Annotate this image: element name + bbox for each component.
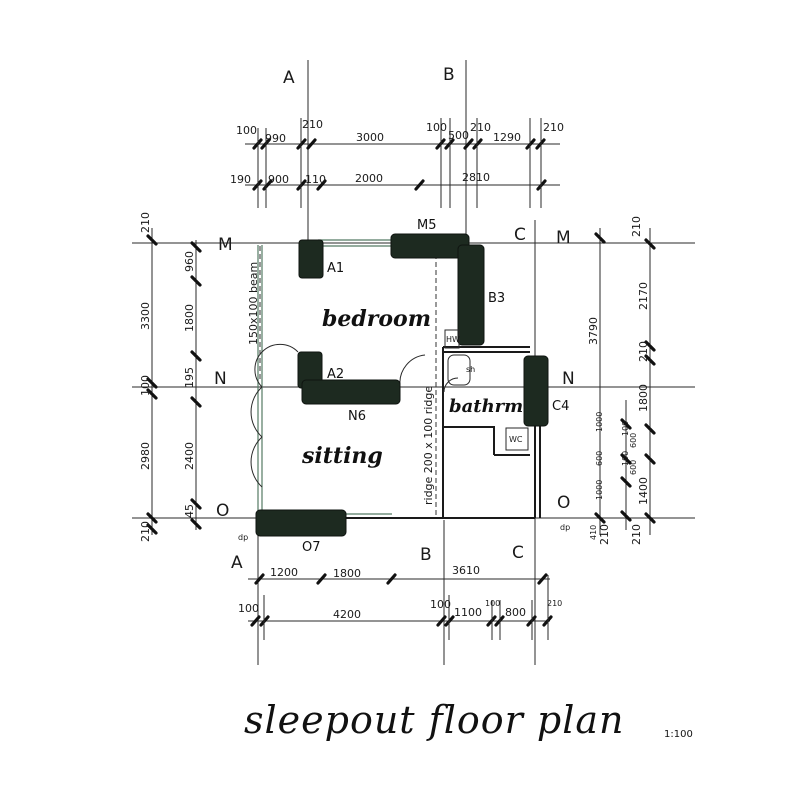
right-inner-4: 1400 <box>637 477 650 505</box>
left-inner-2: 1800 <box>183 304 196 332</box>
bottom-dim2-2: 4200 <box>333 608 361 621</box>
left-outer-4: 2980 <box>139 442 152 470</box>
right-outer-3: 210 <box>630 524 643 545</box>
right-inner-3: 1800 <box>637 384 650 412</box>
top-dim-2: 990 <box>265 132 286 145</box>
right-inner-2: 210 <box>637 341 650 362</box>
right-inner-1: 2170 <box>637 282 650 310</box>
left-outer-5: 210 <box>139 521 152 542</box>
grid-label-n-left: N <box>214 369 227 389</box>
top-dim-8: 1290 <box>493 131 521 144</box>
right-small-1: 1000 <box>595 412 604 432</box>
tag-o7: O7 <box>302 540 321 555</box>
right-small-7: 410 <box>589 525 598 540</box>
top-dim2-2: 900 <box>268 173 289 186</box>
tag-m5: M5 <box>417 218 437 233</box>
top-dim2-1: 190 <box>230 173 251 186</box>
wall-c4 <box>523 355 549 427</box>
hot-water-cylinder <box>444 329 460 349</box>
bottom-dim-2: 1800 <box>333 567 361 580</box>
grid-label-a-bottom: A <box>231 553 243 573</box>
top-dim-1: 100 <box>236 124 257 137</box>
top-dim-9: 210 <box>543 121 564 134</box>
right-small-3: 1000 <box>595 480 604 500</box>
room-label-bedroom: bedroom <box>322 306 431 332</box>
toilet <box>505 427 529 451</box>
wall-m5 <box>390 233 470 259</box>
drawing-scale: 1:100 <box>664 729 693 740</box>
top-dim2-3: 110 <box>305 173 326 186</box>
bottom-dim2-3: 100 <box>430 598 451 611</box>
bottom-dim2-6: 800 <box>505 606 526 619</box>
top-dim2-4: 2000 <box>355 172 383 185</box>
left-inner-3: 195 <box>183 367 196 388</box>
top-dim-6: 500 <box>448 129 469 142</box>
right-small-4: 600 <box>629 433 638 448</box>
tag-hw: HW <box>446 335 460 344</box>
top-dim-3: 210 <box>302 118 323 131</box>
bottom-dim2-5: 100 <box>485 599 500 608</box>
right-small-6: 100 <box>621 451 630 466</box>
grid-label-c-bottom: C <box>512 543 524 563</box>
wall-o7 <box>255 509 347 537</box>
tag-dp-right: dp <box>560 523 570 532</box>
tag-a2: A2 <box>327 367 344 382</box>
left-outer-2: 3300 <box>139 302 152 330</box>
right-outer-1: 210 <box>630 216 643 237</box>
grid-label-o-left: O <box>216 501 229 521</box>
right-small-8: 600 <box>629 460 638 475</box>
bottom-dim-ticks <box>250 573 553 627</box>
left-inner-4: 2400 <box>183 442 196 470</box>
bottom-dim-1: 1200 <box>270 566 298 579</box>
top-dim2-5: 2810 <box>462 171 490 184</box>
drawing-title: sleepout floor plan <box>244 698 624 742</box>
room-label-sitting: sitting <box>301 443 383 469</box>
room-label-bathroom: bathrm <box>449 396 523 417</box>
bottom-dim2-1: 100 <box>238 602 259 615</box>
grid-label-a-top: A <box>283 68 295 88</box>
tag-dp-left: dp <box>238 533 248 542</box>
tag-c4: C4 <box>552 399 569 414</box>
grid-label-o-right: O <box>557 493 570 513</box>
door-swings <box>250 343 459 488</box>
top-dim-4: 3000 <box>356 131 384 144</box>
right-small-5: 100 <box>621 421 630 436</box>
bottom-dim2-4: 1100 <box>454 606 482 619</box>
tag-sh: sh <box>466 365 475 374</box>
left-outer-3: 100 <box>139 375 152 396</box>
tag-wc: WC <box>509 435 523 444</box>
bottom-dim-extension-lines <box>263 575 549 640</box>
wall-b3 <box>457 244 485 346</box>
left-dim-ticks <box>146 234 202 535</box>
top-dim-7: 210 <box>470 121 491 134</box>
right-inner-5: 210 <box>598 524 611 545</box>
left-inner-1: 960 <box>183 251 196 272</box>
right-dim-ticks <box>594 232 656 524</box>
tag-n6: N6 <box>348 409 366 424</box>
grid-label-m-right: M <box>556 228 571 248</box>
wall-a1 <box>298 239 324 279</box>
grid-label-n-right: N <box>562 369 575 389</box>
grid-label-b-bottom: B <box>420 545 432 565</box>
left-inner-5: 45 <box>183 504 196 518</box>
top-dim-5: 100 <box>426 121 447 134</box>
wall-n6 <box>301 379 401 405</box>
bottom-dim2-7: 210 <box>547 599 562 608</box>
top-dim-extension-lines <box>257 118 542 208</box>
right-outer-2: 3790 <box>587 317 600 345</box>
tag-a1: A1 <box>327 261 344 276</box>
shower-tray <box>447 354 471 386</box>
left-outer-1: 210 <box>139 212 152 233</box>
grid-label-m-left: M <box>218 235 233 255</box>
grid-label-c-mid: C <box>514 225 526 245</box>
grid-label-b-top: B <box>443 65 455 85</box>
tag-b3: B3 <box>488 291 505 306</box>
bottom-dim-3: 3610 <box>452 564 480 577</box>
beam-annotation: 150x100 beam <box>247 262 260 345</box>
top-dim-ticks <box>252 138 547 191</box>
right-small-2: 600 <box>595 451 604 466</box>
ridge-annotation: ridge 200 x 100 ridge <box>422 386 435 505</box>
